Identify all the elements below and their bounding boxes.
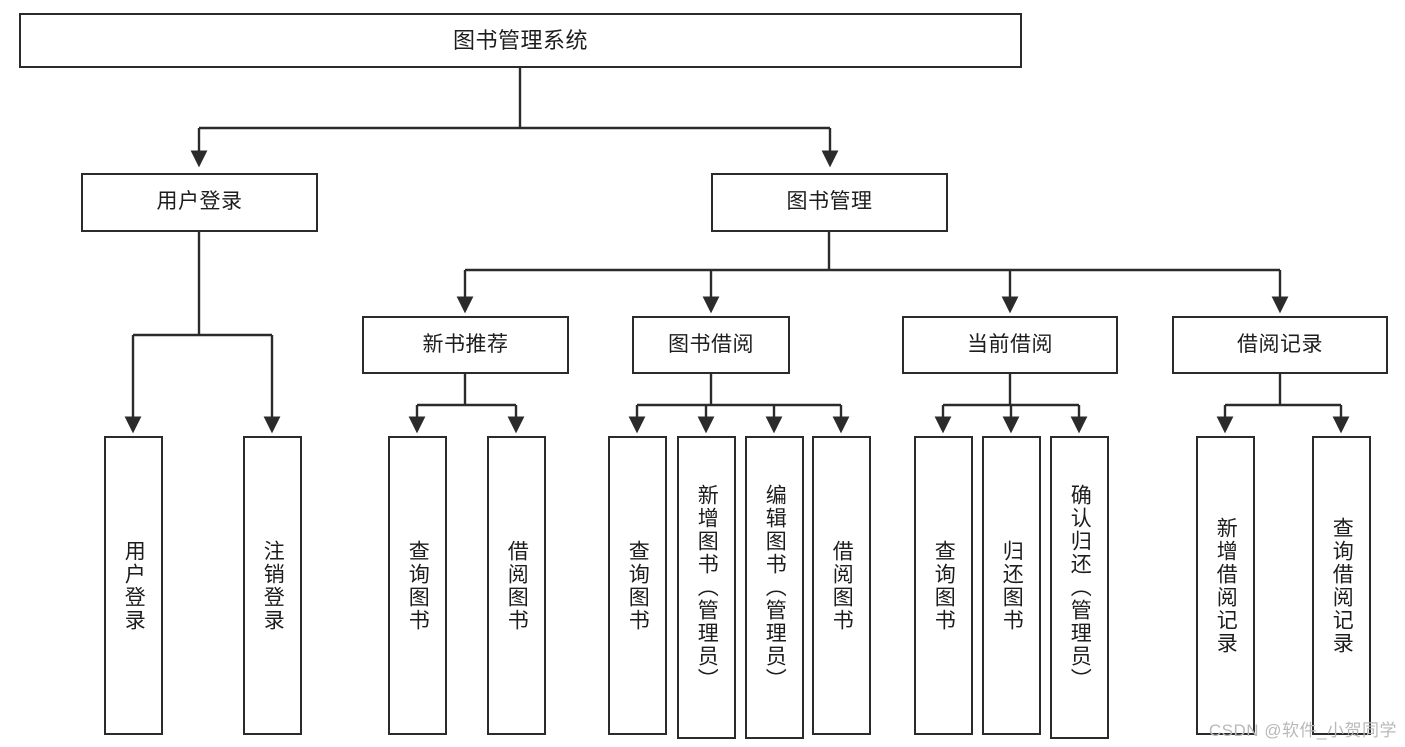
leaf-label: 注销登录 [261, 539, 285, 632]
node-label: 图书管理 [786, 190, 873, 214]
leaf-edit-book-admin[interactable]: 编辑图书（管理员） [745, 436, 804, 739]
leaf-borrow-book[interactable]: 借阅图书 [812, 436, 871, 735]
leaf-add-book-admin[interactable]: 新增图书（管理员） [677, 436, 736, 739]
node-label: 用户登录 [156, 190, 243, 214]
leaf-label: 查询图书 [406, 539, 430, 632]
leaf-label: 编辑图书（管理员） [763, 484, 787, 691]
leaf-label: 新增图书（管理员） [695, 484, 719, 691]
leaf-label: 用户登录 [122, 539, 146, 632]
leaf-query-book-borrow[interactable]: 查询图书 [608, 436, 667, 735]
leaf-label: 借阅图书 [830, 539, 854, 632]
node-book-management[interactable]: 图书管理 [711, 173, 948, 232]
leaf-query-book-recommend[interactable]: 查询图书 [388, 436, 447, 735]
leaf-query-book-current[interactable]: 查询图书 [914, 436, 973, 735]
node-label: 新书推荐 [422, 332, 509, 356]
leaf-confirm-return-admin[interactable]: 确认归还（管理员） [1050, 436, 1109, 739]
leaf-label: 查询图书 [626, 539, 650, 632]
leaf-label: 借阅图书 [505, 539, 529, 632]
leaf-user-login[interactable]: 用户登录 [104, 436, 163, 735]
node-borrow-record[interactable]: 借阅记录 [1172, 316, 1388, 374]
leaf-label: 确认归还（管理员） [1068, 484, 1092, 691]
leaf-label: 新增借阅记录 [1214, 516, 1238, 655]
leaf-label: 归还图书 [1000, 539, 1024, 632]
leaf-label: 查询图书 [932, 539, 956, 632]
node-label: 图书借阅 [668, 332, 754, 356]
node-new-book-recommend[interactable]: 新书推荐 [362, 316, 569, 374]
node-current-borrow[interactable]: 当前借阅 [902, 316, 1118, 374]
leaf-return-book[interactable]: 归还图书 [982, 436, 1041, 735]
node-label: 图书管理系统 [452, 27, 588, 53]
leaf-label: 查询借阅记录 [1330, 516, 1354, 655]
node-label: 借阅记录 [1237, 332, 1323, 356]
node-label: 当前借阅 [967, 332, 1053, 356]
node-book-borrow[interactable]: 图书借阅 [632, 316, 790, 374]
leaf-borrow-book-recommend[interactable]: 借阅图书 [487, 436, 546, 735]
watermark: CSDN @软件_小贺同学 [1208, 721, 1397, 740]
leaf-query-borrow-record[interactable]: 查询借阅记录 [1312, 436, 1371, 735]
node-root-system[interactable]: 图书管理系统 [19, 13, 1022, 68]
leaf-logout[interactable]: 注销登录 [243, 436, 302, 735]
node-user-login[interactable]: 用户登录 [81, 173, 318, 232]
leaf-add-borrow-record[interactable]: 新增借阅记录 [1196, 436, 1255, 735]
